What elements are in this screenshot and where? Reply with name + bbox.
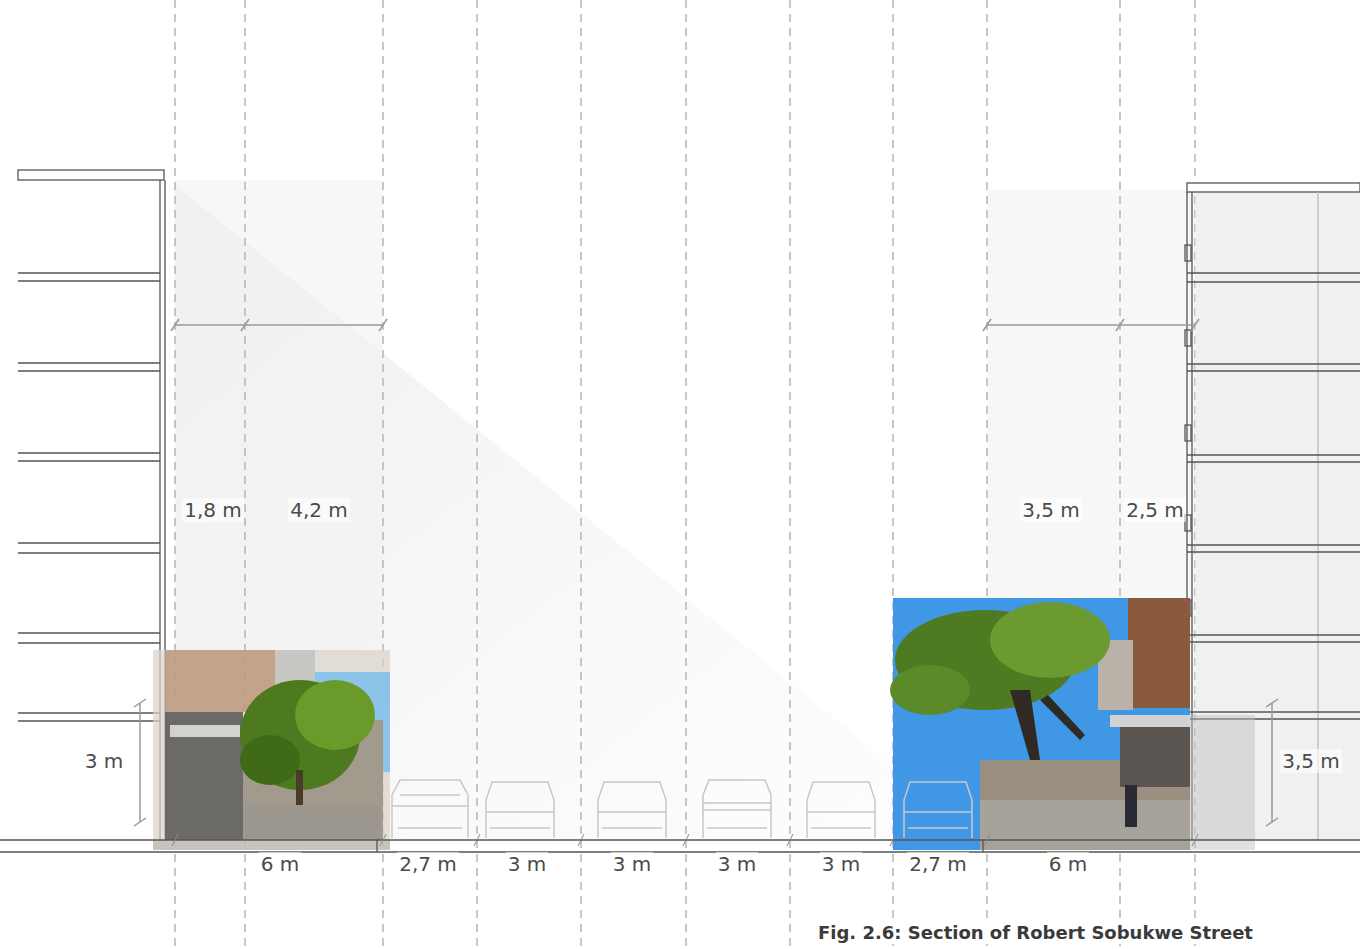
car-outlines [392, 780, 972, 838]
grid-lines [175, 0, 1195, 949]
dimension-label: 1,8 m [182, 498, 244, 522]
dimension-label: 6 m [259, 852, 302, 876]
dimension-label: 3 m [506, 852, 549, 876]
dimension-label: 2,7 m [907, 852, 969, 876]
ground-line [0, 840, 1360, 852]
dimension-label: 3 m [611, 852, 654, 876]
figure-caption: Fig. 2.6: Section of Robert Sobukwe Stre… [815, 922, 1256, 944]
dimension-label: 2,7 m [397, 852, 459, 876]
dimension-label: 2,5 m [1124, 498, 1186, 522]
dimension-lines [134, 319, 1278, 846]
dimension-label: 3 m [716, 852, 759, 876]
dimension-label: 3 m [83, 749, 126, 773]
dimension-label: 3,5 m [1280, 749, 1342, 773]
dimension-label: 6 m [1047, 852, 1090, 876]
left-photo [153, 650, 390, 850]
dimension-label: 3,5 m [1020, 498, 1082, 522]
right-building [1185, 183, 1360, 850]
right-photo [890, 598, 1190, 850]
dimension-label: 4,2 m [288, 498, 350, 522]
left-building [18, 170, 165, 840]
dimension-label: 3 m [820, 852, 863, 876]
